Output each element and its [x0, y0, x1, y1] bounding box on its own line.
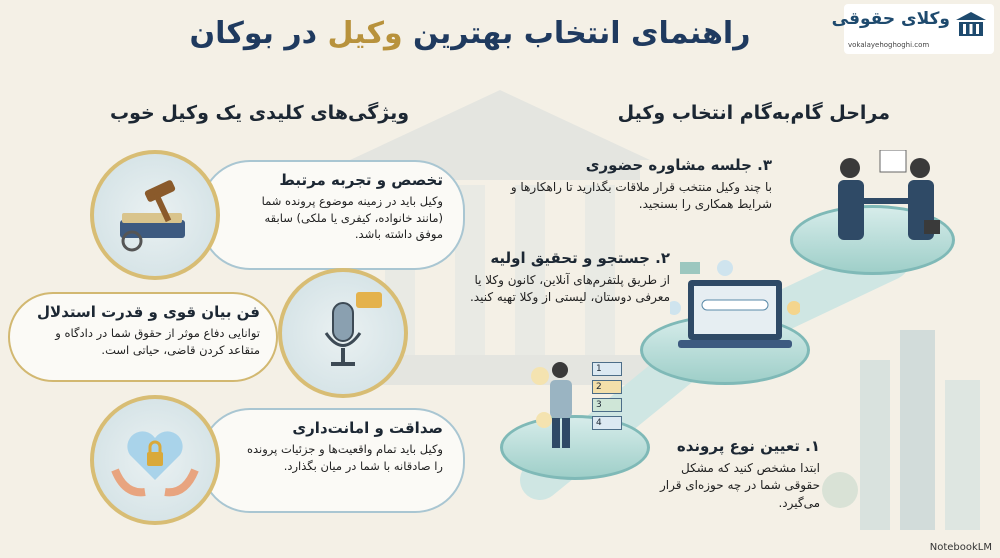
microphone-icon	[278, 268, 408, 398]
gavel-book-icon	[90, 150, 220, 280]
logo-url: vokalayehoghoghi.com	[848, 41, 930, 49]
step-text: از طریق پلتفرم‌های آنلاین، کانون وکلا یا…	[469, 273, 670, 305]
feature-title: صداقت و امانت‌داری	[292, 419, 443, 437]
feature-card-honesty: صداقت و امانت‌داری وکیل باید تمام واقعیت…	[200, 408, 465, 513]
step-title: ۲. جستجو و تحقیق اولیه	[490, 249, 670, 267]
hands-heart-lock-icon	[90, 395, 220, 525]
step-2: ۲. جستجو و تحقیق اولیه از طریق پلتفرم‌ها…	[470, 248, 670, 307]
feature-text: وکیل باید تمام واقعیت‌ها و جزئیات پرونده…	[246, 442, 443, 473]
page-title: راهنمای انتخاب بهترین وکیل در بوکان	[120, 14, 820, 54]
feature-title: فن بیان قوی و قدرت استدلال	[37, 303, 260, 321]
checklist-item: 3	[592, 398, 622, 412]
checklist-item: 2	[592, 380, 622, 394]
step-text: با چند وکیل منتخب قرار ملاقات بگذارید تا…	[510, 180, 772, 212]
feature-title: تخصص و تجربه مرتبط	[279, 171, 443, 189]
brand-logo[interactable]: وکلای حقوقی vokalayehoghoghi.com	[832, 4, 994, 54]
checklist: 1 2 3 4	[592, 362, 622, 430]
person-checklist-icon	[531, 362, 572, 448]
feature-text: توانایی دفاع موثر از حقوق شما در دادگاه …	[55, 326, 260, 357]
feature-text: وکیل باید در زمینه موضوع پرونده شما (مان…	[261, 194, 443, 242]
handshake-icon	[838, 150, 940, 240]
step-3: ۳. جلسه مشاوره حضوری با چند وکیل منتخب ق…	[482, 155, 772, 214]
courthouse-logo-icon	[956, 12, 986, 36]
right-column-title: مراحل گام‌به‌گام انتخاب وکیل	[617, 102, 890, 124]
title-part3: در بوکان	[189, 16, 318, 51]
logo-name: وکلای حقوقی	[831, 9, 950, 29]
left-column-title: ویژگی‌های کلیدی یک وکیل خوب	[110, 102, 410, 124]
feature-card-speech: فن بیان قوی و قدرت استدلال توانایی دفاع …	[8, 292, 278, 382]
footer-brand: NotebookLM	[929, 542, 992, 553]
checklist-item: 4	[592, 416, 622, 430]
feature-card-expertise: تخصص و تجربه مرتبط وکیل باید در زمینه مو…	[200, 160, 465, 270]
step-1: ۱. تعیین نوع پرونده ابتدا مشخص کنید که م…	[650, 436, 820, 512]
title-part1: راهنمای انتخاب بهترین	[413, 16, 751, 51]
laptop-search-icon	[670, 260, 800, 348]
step1-platform	[500, 415, 650, 480]
title-part2: وکیل	[327, 16, 403, 51]
city-buildings-icon	[822, 330, 980, 530]
step-title: ۳. جلسه مشاوره حضوری	[585, 156, 772, 174]
step-title: ۱. تعیین نوع پرونده	[676, 437, 820, 455]
checklist-item: 1	[592, 362, 622, 376]
step-text: ابتدا مشخص کنید که مشکل حقوقی شما در چه …	[659, 461, 820, 510]
